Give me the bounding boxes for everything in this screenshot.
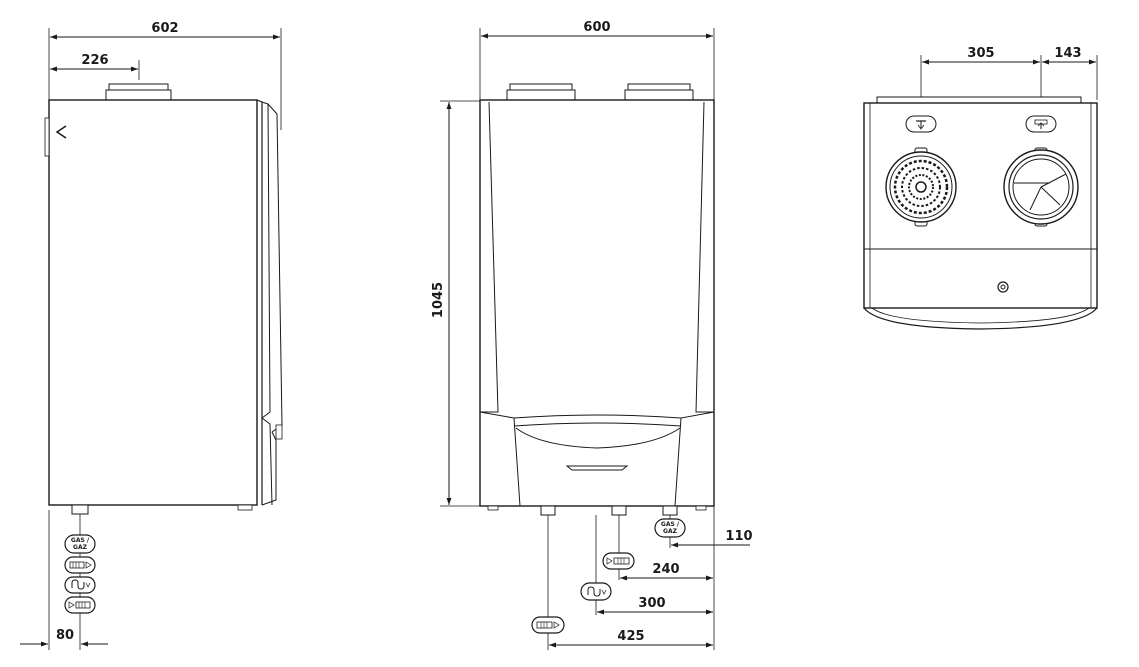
front-hot-water-icon xyxy=(580,582,612,601)
side-heating-return-icon xyxy=(64,596,96,614)
svg-text:GAZ: GAZ xyxy=(73,544,88,551)
side-pipe-offset-label: 80 xyxy=(56,628,74,643)
side-flue-offset-label: 226 xyxy=(81,53,108,68)
svg-text:GAS /: GAS / xyxy=(661,521,680,528)
air-intake-spigot xyxy=(885,147,957,227)
side-width-dimension: 602 xyxy=(50,21,280,40)
front-110-dimension: 110 xyxy=(671,529,753,548)
front-240-dimension: 240 xyxy=(620,562,713,581)
top-143-label: 143 xyxy=(1054,46,1081,61)
top-305-dimension: 305 xyxy=(922,46,1040,65)
side-flue-collar xyxy=(105,83,172,101)
side-pipe-offset-dimension: 80 xyxy=(20,628,108,647)
side-heating-flow-icon xyxy=(64,556,96,574)
top-143-dimension: 143 xyxy=(1042,46,1096,65)
side-flue-offset-dimension: 226 xyxy=(50,53,138,72)
front-425-label: 425 xyxy=(617,629,644,644)
flue-outlet-pictogram-icon xyxy=(1025,115,1057,133)
front-110-label: 110 xyxy=(725,529,752,544)
svg-text:GAZ: GAZ xyxy=(663,528,678,535)
front-425-dimension: 425 xyxy=(549,629,713,648)
front-view: 600 1045 xyxy=(431,20,753,650)
side-gas-connection-icon: GAS / GAZ xyxy=(64,534,96,554)
front-gas-connection-icon: GAS / GAZ xyxy=(654,518,686,538)
front-240-label: 240 xyxy=(652,562,679,577)
front-casing xyxy=(479,99,715,507)
front-heating-flow-icon xyxy=(531,616,565,634)
front-height-label: 1045 xyxy=(431,282,446,318)
front-300-dimension: 300 xyxy=(597,596,713,615)
front-height-dimension: 1045 xyxy=(431,102,452,505)
front-flue-collars xyxy=(506,83,694,101)
front-width-dimension: 600 xyxy=(481,20,713,39)
svg-text:GAS /: GAS / xyxy=(71,537,90,544)
control-knob-icon xyxy=(997,281,1009,293)
top-view: 305 143 xyxy=(863,46,1098,330)
top-305-label: 305 xyxy=(967,46,994,61)
side-casing xyxy=(48,99,258,506)
flue-outlet-spigot xyxy=(1003,147,1079,227)
side-hot-water-icon xyxy=(64,576,96,594)
side-view: 602 226 GAS / GAZ xyxy=(20,21,283,650)
front-handle-slot xyxy=(565,465,629,471)
front-heating-return-icon xyxy=(602,552,635,570)
front-width-label: 600 xyxy=(583,20,610,35)
side-width-label: 602 xyxy=(151,21,178,36)
chevron-logo-icon xyxy=(55,125,67,139)
air-intake-pictogram-icon xyxy=(905,115,937,133)
front-300-label: 300 xyxy=(638,596,665,611)
